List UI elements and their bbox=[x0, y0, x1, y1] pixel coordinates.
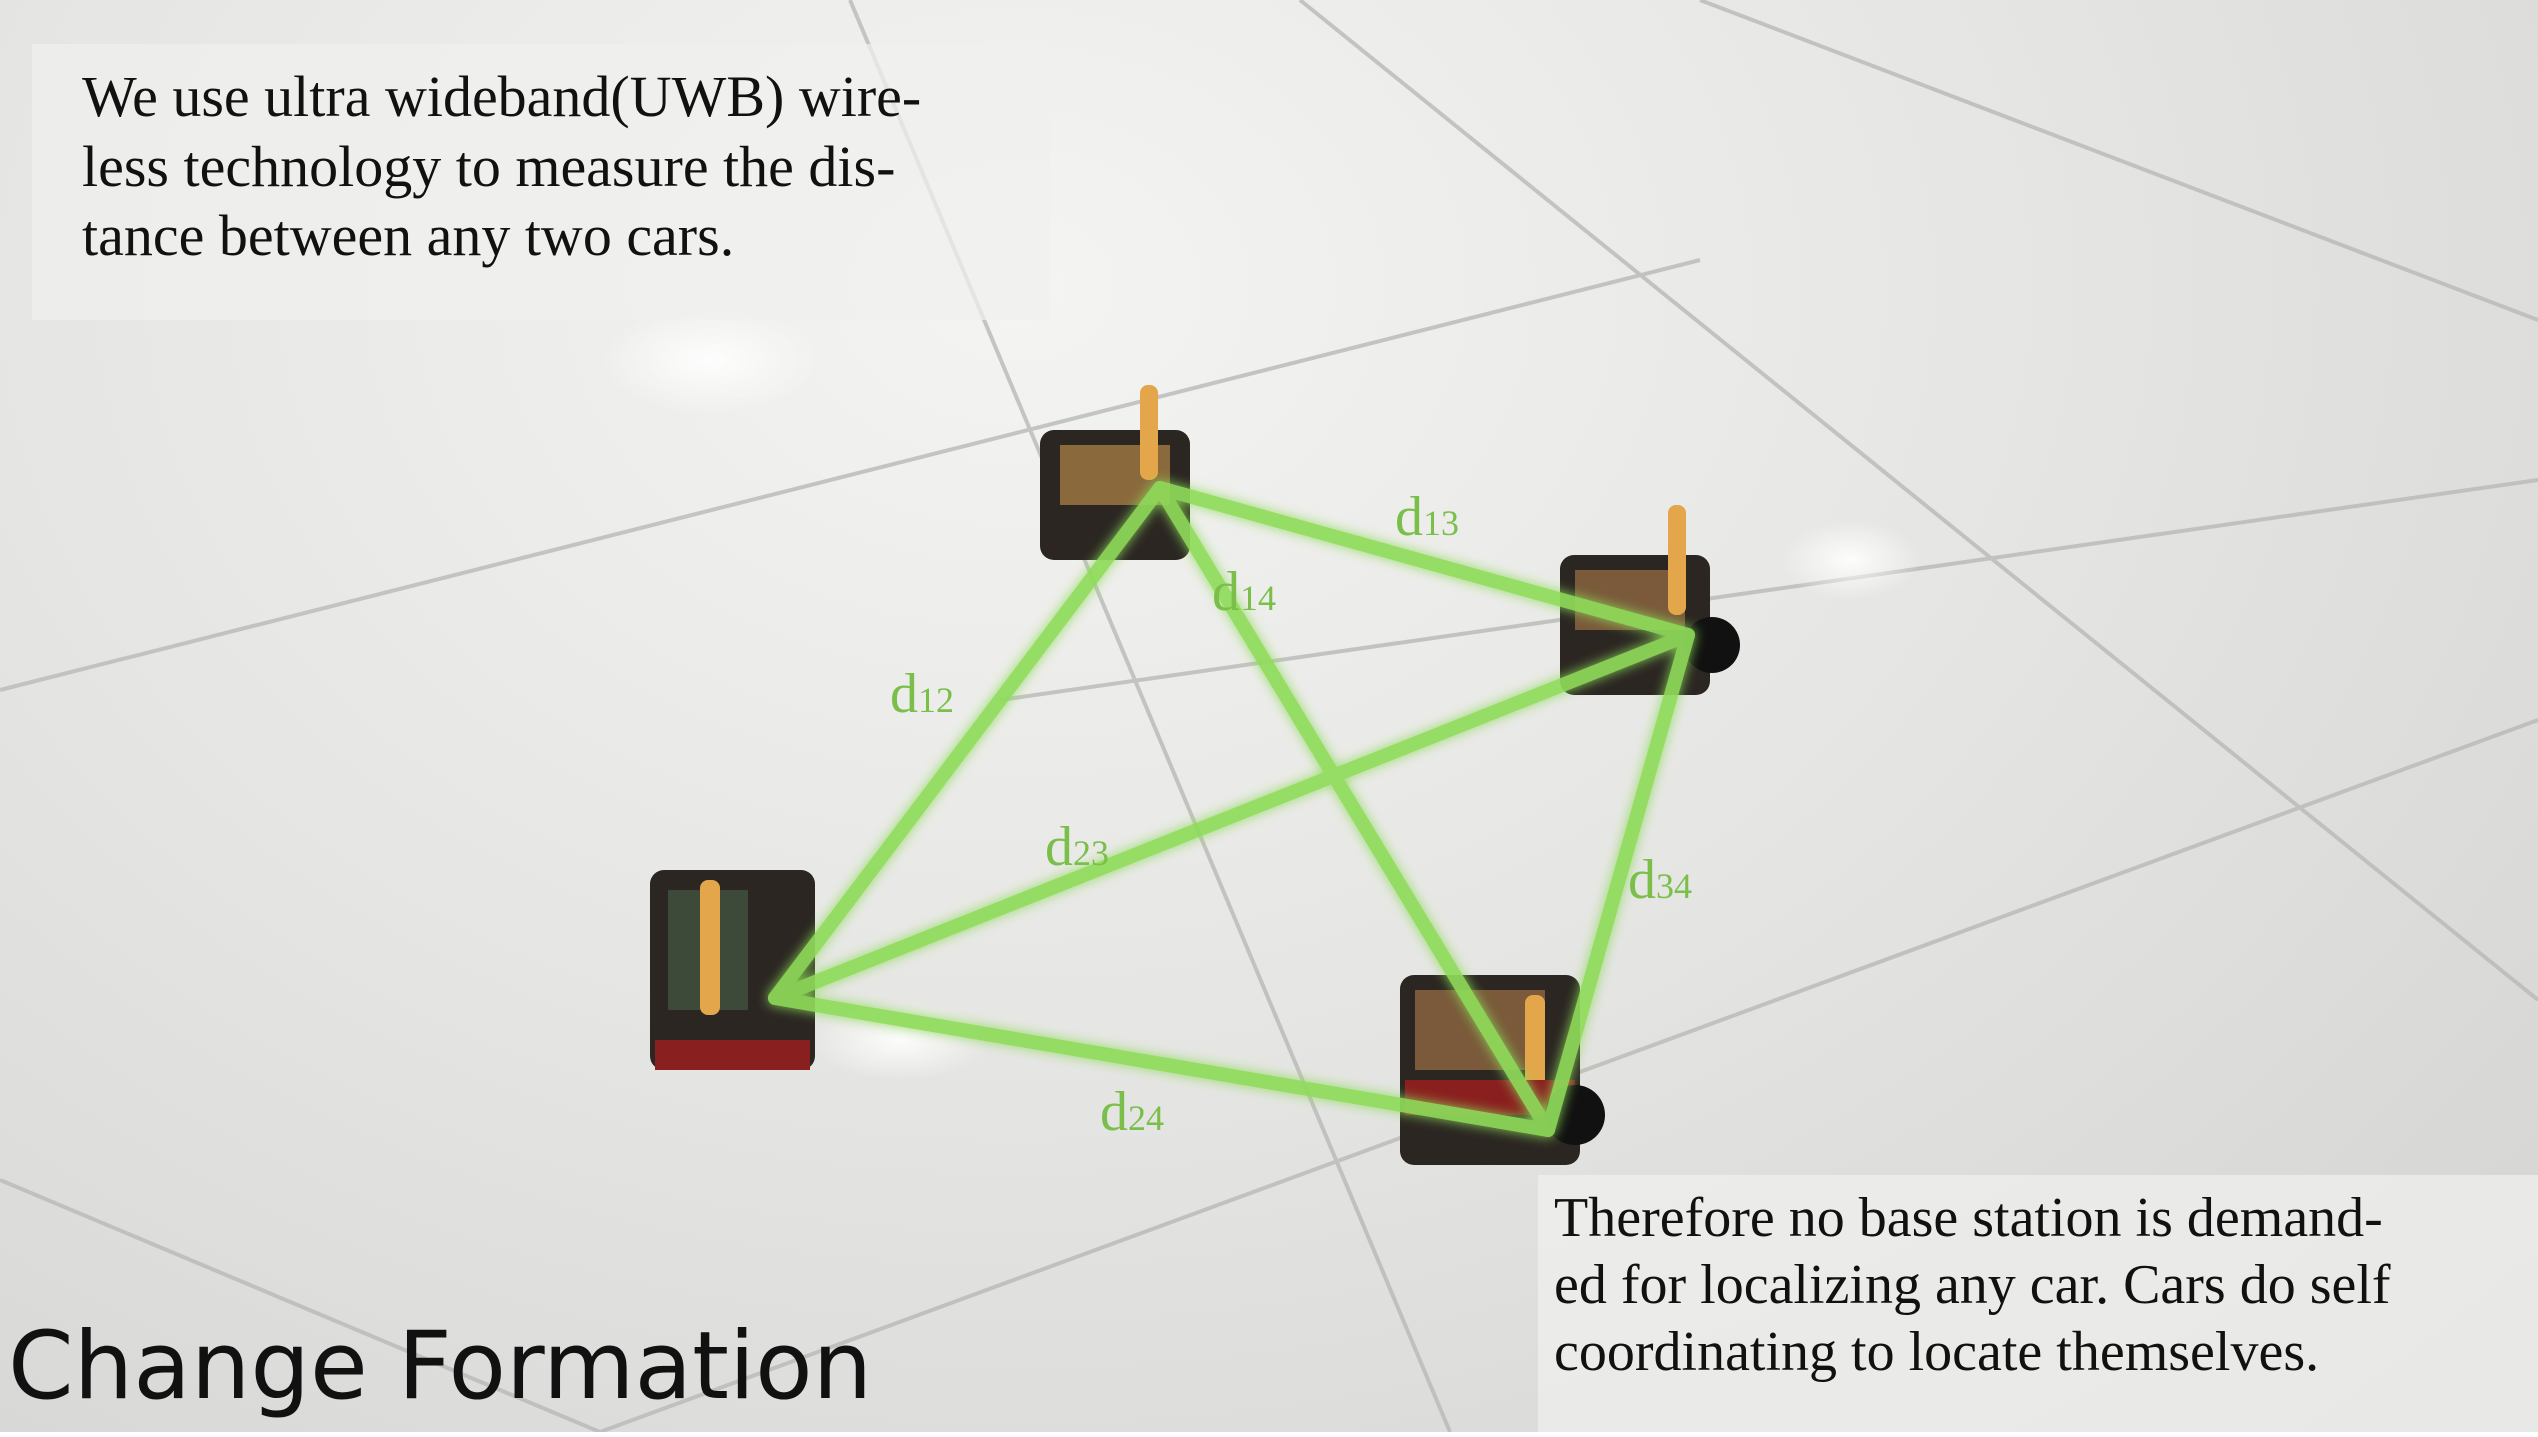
link-d24 bbox=[768, 991, 1555, 1137]
light-reflection bbox=[1780, 520, 1920, 600]
label-d34: d34 bbox=[1628, 849, 1692, 911]
label-d12: d12 bbox=[890, 663, 954, 725]
robot-car-2 bbox=[650, 870, 815, 1070]
caption-line: less technology to measure the dis- bbox=[82, 133, 896, 199]
label-d24: d24 bbox=[1100, 1081, 1164, 1143]
distance-labels: d12 d13 d14 d23 d24 d34 bbox=[890, 486, 1692, 1143]
label-d23: d23 bbox=[1045, 816, 1109, 878]
robot-car-4 bbox=[1400, 975, 1605, 1165]
link-d14 bbox=[1153, 481, 1555, 1137]
link-d23 bbox=[768, 628, 1695, 1005]
caption-top: We use ultra wideband(UWB) wire- less te… bbox=[32, 44, 1050, 320]
link-d12 bbox=[768, 481, 1167, 1005]
light-reflection bbox=[600, 305, 820, 415]
caption-line: tance between any two cars. bbox=[82, 203, 735, 269]
caption-line: coordinating to locate themselves. bbox=[1554, 1321, 2320, 1384]
uwb-links bbox=[768, 481, 1695, 1137]
video-title: Change Formation bbox=[8, 1312, 873, 1421]
caption-line: ed for localizing any car. Cars do self bbox=[1554, 1254, 2391, 1317]
caption-line: We use ultra wideband(UWB) wire- bbox=[82, 64, 922, 129]
link-d13 bbox=[1153, 481, 1695, 642]
caption-bottom: Therefore no base station is demand- ed … bbox=[1538, 1175, 2538, 1432]
label-d13: d13 bbox=[1395, 486, 1459, 548]
link-d34 bbox=[1541, 628, 1695, 1137]
robot-car-1 bbox=[1040, 385, 1190, 560]
label-d14: d14 bbox=[1212, 561, 1276, 623]
caption-line: Therefore no base station is demand- bbox=[1554, 1187, 2383, 1249]
